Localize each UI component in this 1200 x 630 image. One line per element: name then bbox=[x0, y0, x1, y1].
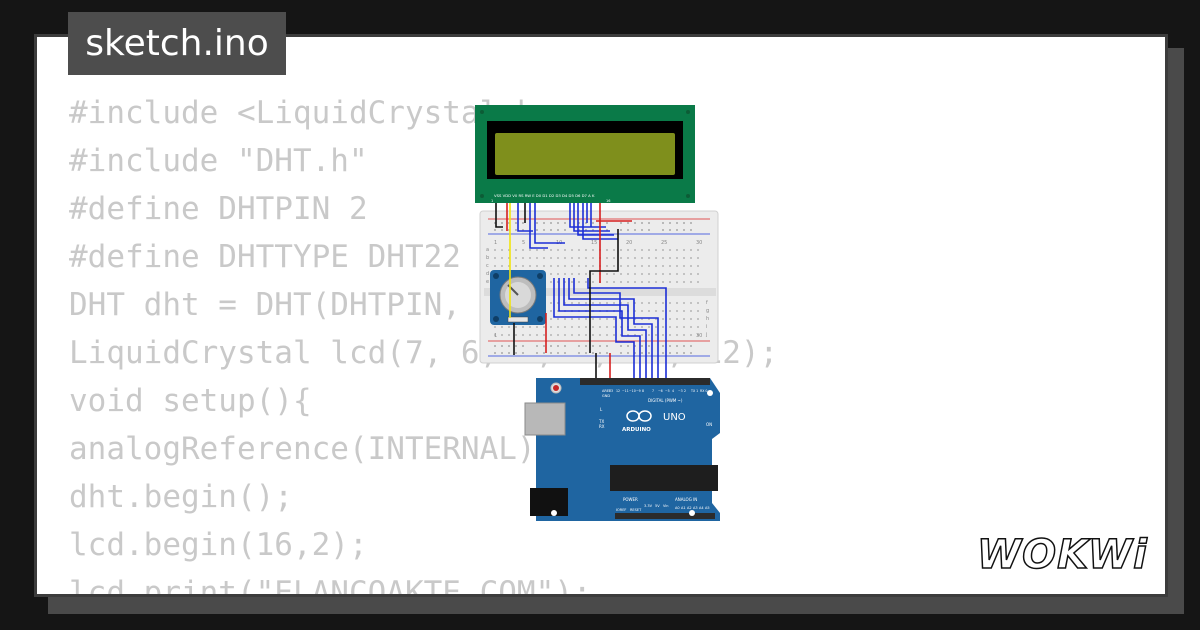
arduino-d9-label: ~9 bbox=[636, 389, 641, 393]
arduino-3v3-label: 3.3V bbox=[644, 504, 653, 508]
code-line: #include "DHT.h" bbox=[69, 143, 368, 179]
arduino-on-label: ON bbox=[706, 422, 712, 427]
arduino-power-label: POWER bbox=[623, 497, 638, 502]
arduino-model: UNO bbox=[663, 412, 686, 423]
code-line: dht.begin(); bbox=[69, 479, 293, 515]
wokwi-logo-text: WOKWi bbox=[977, 532, 1148, 578]
lcd-display[interactable]: VSS VDD V0 RS RW E D0 D1 D2 D3 D4 D5 D6 … bbox=[475, 105, 695, 203]
arduino-rx-label: RX bbox=[599, 424, 605, 429]
arduino-d0-label: RX 0 bbox=[700, 389, 707, 393]
arduino-d10-label: ~10 bbox=[629, 389, 636, 393]
breadboard-row-label: f bbox=[706, 300, 708, 306]
arduino-brand: ARDUINO bbox=[622, 427, 651, 433]
circuit-diagram: 1 5 10 15 20 25 30 1 30 a b c d e f g h … bbox=[475, 105, 720, 521]
arduino-gnd-label: GND bbox=[602, 394, 610, 398]
wires-blue bbox=[517, 203, 667, 383]
arduino-l-label: L bbox=[600, 407, 603, 412]
arduino-a4-label: A4 bbox=[699, 506, 704, 510]
arduino-d8-label: 8 bbox=[642, 389, 644, 393]
breadboard-row-label: g bbox=[706, 308, 709, 314]
code-line: lcd.print("ELANCOAKTE.COM"); bbox=[69, 575, 592, 597]
lcd-pin-last: 16 bbox=[606, 199, 610, 203]
breadboard-col-label: 1 bbox=[494, 240, 497, 246]
breadboard-row-label: b bbox=[486, 255, 489, 261]
arduino-digital-label: DIGITAL (PWM ~) bbox=[648, 398, 683, 403]
breadboard-row-label: c bbox=[486, 263, 489, 269]
breadboard-col-label: 30 bbox=[696, 240, 702, 246]
code-line: #define DHTTYPE DHT22 bbox=[69, 239, 461, 275]
breadboard-col-label: 15 bbox=[591, 240, 597, 246]
arduino-5v-label: 5V bbox=[655, 504, 660, 508]
arduino-d13-label: 13 bbox=[609, 389, 613, 393]
arduino-ioref-label: IOREF bbox=[616, 508, 626, 512]
arduino-d3-label: ~3 bbox=[678, 389, 683, 393]
arduino-reset-label: RESET bbox=[630, 508, 642, 512]
lcd-pin-labels: VSS VDD V0 RS RW E D0 D1 D2 D3 D4 D5 D6 … bbox=[494, 193, 595, 198]
code-line: #define DHTPIN 2 bbox=[69, 191, 368, 227]
arduino-analog-label: ANALOG IN bbox=[675, 497, 697, 502]
arduino-a5-label: A5 bbox=[705, 506, 710, 510]
lcd-pin-first: 1 bbox=[491, 199, 493, 203]
breadboard-row-label: h bbox=[706, 316, 709, 322]
arduino-d6-label: ~6 bbox=[658, 389, 663, 393]
breadboard-row-label: i bbox=[706, 324, 707, 330]
arduino-uno[interactable]: UNO ARDUINO DIGITAL (PWM ~) ANALOG IN PO… bbox=[524, 378, 720, 521]
arduino-d5-label: ~5 bbox=[665, 389, 670, 393]
breadboard-col-label: 25 bbox=[661, 240, 667, 246]
breadboard-row-label: e bbox=[486, 279, 489, 285]
breadboard-col-label: 5 bbox=[522, 240, 525, 246]
arduino-d2-label: 2 bbox=[684, 389, 686, 393]
code-line: lcd.begin(16,2); bbox=[69, 527, 368, 563]
wokwi-logo: WOKWi bbox=[976, 531, 1148, 578]
breadboard-row-label: j bbox=[705, 332, 707, 338]
arduino-d12-label: 12 bbox=[616, 389, 620, 393]
arduino-a1-label: A1 bbox=[681, 506, 686, 510]
breadboard-row-label: d bbox=[486, 271, 489, 277]
arduino-d7-label: 7 bbox=[652, 389, 654, 393]
arduino-d11-label: ~11 bbox=[622, 389, 629, 393]
potentiometer[interactable] bbox=[490, 270, 546, 325]
arduino-tx-label: TX bbox=[598, 419, 604, 424]
code-line: void setup(){ bbox=[69, 383, 312, 419]
arduino-a2-label: A2 bbox=[687, 506, 692, 510]
arduino-a0-label: A0 bbox=[675, 506, 680, 510]
arduino-vin-label: Vin bbox=[663, 504, 669, 508]
arduino-aref-label: AREF bbox=[602, 389, 611, 393]
breadboard-col-label: 1 bbox=[494, 333, 497, 339]
arduino-d1-label: TX 1 bbox=[690, 389, 698, 393]
code-preview: #include <LiquidCrystal.h>#include "DHT.… bbox=[69, 89, 778, 597]
filename-tab[interactable]: sketch.ino bbox=[68, 12, 286, 75]
breadboard-row-label: a bbox=[486, 247, 489, 253]
breadboard-col-label: 20 bbox=[626, 240, 632, 246]
arduino-a3-label: A3 bbox=[693, 506, 698, 510]
arduino-d4-label: 4 bbox=[672, 389, 674, 393]
breadboard-col-label: 30 bbox=[696, 333, 702, 339]
code-line: analogReference(INTERNAL); bbox=[69, 431, 555, 467]
